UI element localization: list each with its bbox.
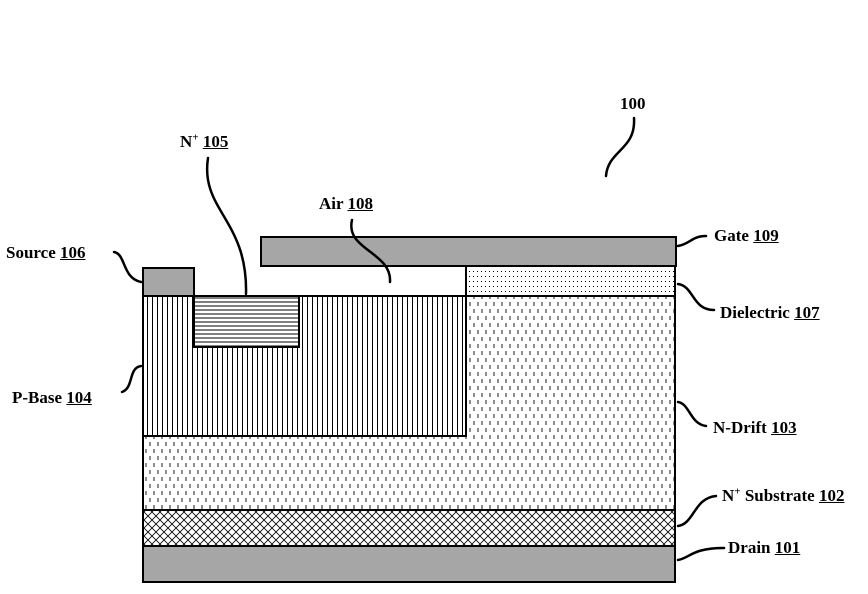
leader-substrate [676,494,718,528]
dielectric-region [465,265,676,297]
nplus-hatch [193,295,300,348]
leader-air [350,218,392,284]
leader-dielectric [676,282,716,312]
leader-ndrift [676,400,708,428]
source-contact [142,267,195,297]
air-label: Air 108 [319,194,373,213]
pbase-label: P-Base 104 [12,388,92,407]
gate-electrode [260,236,677,267]
figure-ref-label: 100 [620,94,646,113]
substrate-label: N+ Substrate 102 [722,485,845,505]
leader-nplus [205,156,248,296]
leader-pbase [120,364,143,394]
substrate-region [142,509,676,547]
leader-drain [676,546,726,562]
drain-region [142,545,676,583]
dielectric-label: Dielectric 107 [720,303,820,322]
source-label: Source 106 [6,243,86,262]
drain-label: Drain 101 [728,538,801,557]
leader-gate [676,234,708,248]
leader-figure [604,116,636,178]
ndrift-label: N-Drift 103 [713,418,797,437]
nplus-label: N+ 105 [180,131,229,151]
gate-label: Gate 109 [714,226,779,245]
leader-source [112,250,143,284]
